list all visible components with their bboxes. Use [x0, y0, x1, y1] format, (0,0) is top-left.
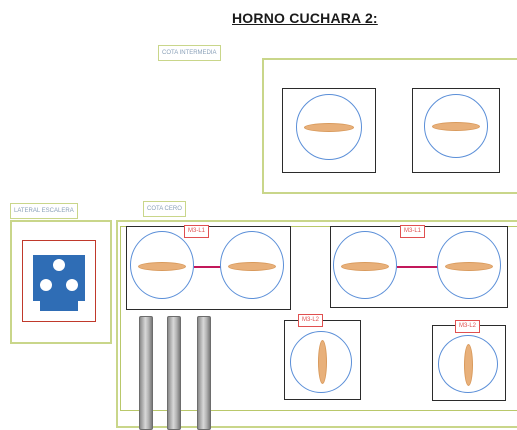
- label-cota-intermedia: COTA INTERMEDIA: [158, 45, 221, 61]
- zero-unit-bottom-left: [284, 320, 361, 400]
- pipe-2: [167, 316, 181, 430]
- zero-unit-top-left: [126, 226, 291, 310]
- intermediate-unit-left: [282, 88, 376, 173]
- ladle-pill: [228, 262, 276, 271]
- socket-icon: [33, 255, 85, 311]
- ladle-pill: [138, 262, 186, 271]
- ladle-circle: [290, 331, 352, 393]
- ladle-pill: [318, 340, 327, 384]
- socket-frame: [22, 240, 96, 322]
- diagram-title: HORNO CUCHARA 2:: [232, 10, 378, 26]
- label-lateral-escalera: LATERAL ESCALERA: [10, 203, 78, 219]
- ladle-circle: [437, 231, 501, 299]
- zero-level-inner-frame: [120, 226, 517, 411]
- intermediate-unit-right: [412, 88, 500, 173]
- ladle-circle: [438, 335, 498, 393]
- pipe-1: [139, 316, 153, 430]
- ladle-circle: [220, 231, 284, 299]
- ladle-pill: [341, 262, 389, 271]
- label-cota-cero: COTA CERO: [143, 201, 186, 217]
- ladle-circle: [333, 231, 397, 299]
- ladle-pill: [304, 123, 354, 132]
- zero-unit-top-right: [330, 226, 508, 308]
- tag-m3-l1-left: M3-L1: [184, 225, 210, 238]
- zero-unit-bottom-right: [432, 325, 506, 401]
- ladle-circle: [424, 94, 488, 158]
- stair-side-frame: [10, 220, 112, 344]
- tag-m3-l1-right: M3-L1: [400, 225, 426, 238]
- link-line: [397, 266, 439, 268]
- tag-m3-l2-left: M3-L2: [298, 314, 324, 327]
- tag-m3-l2-right: M3-L2: [455, 320, 481, 333]
- ladle-pill: [445, 262, 493, 271]
- link-line: [194, 266, 223, 268]
- intermediate-level-frame: [262, 58, 517, 194]
- pipe-3: [197, 316, 211, 430]
- ladle-pill: [432, 122, 480, 131]
- ladle-pill: [464, 344, 473, 386]
- ladle-circle: [130, 231, 194, 299]
- ladle-circle: [296, 94, 362, 160]
